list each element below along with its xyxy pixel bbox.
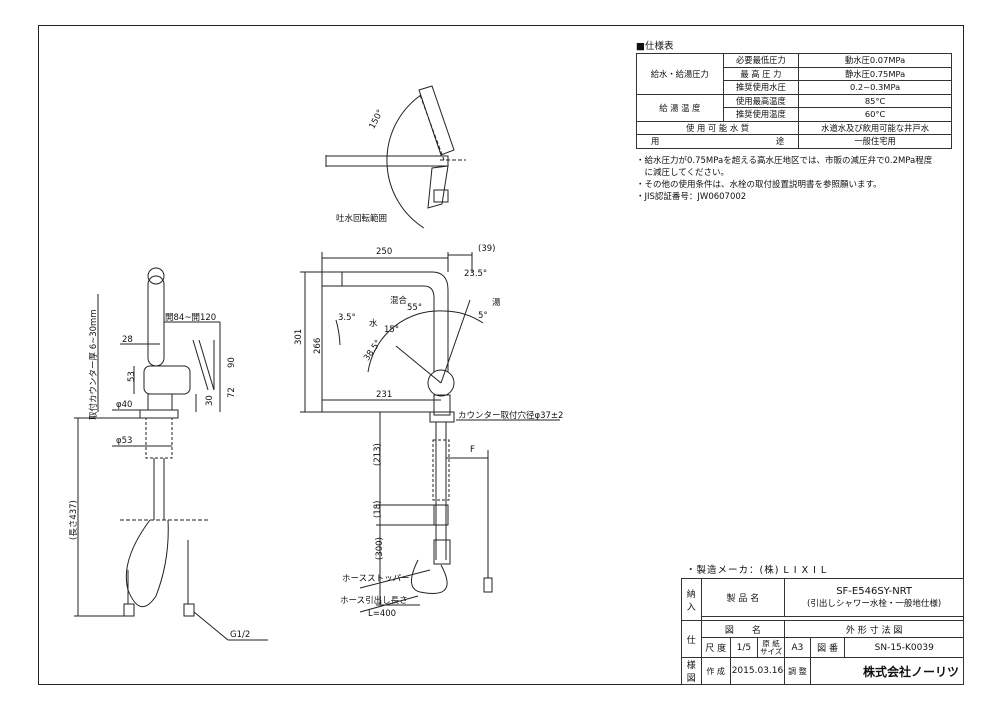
note-line: ・その他の使用条件は、水栓の取付設置説明書を参照願います。 xyxy=(636,180,882,190)
table-row: 納入 製 品 名 SF-E546SY-NRT (引出しシャワー水栓・一般地仕様) xyxy=(681,578,964,621)
table-row: 尺 度 1/5 原 紙 サイズ A3 図 番 SN-15-K0039 xyxy=(682,637,964,658)
dim-300: (300) xyxy=(375,537,385,560)
spec-group-temp: 給 湯 温 度 xyxy=(636,93,724,122)
dim-39: (39) xyxy=(478,244,495,254)
counter-hole-label: カウンター取付穴径φ37±2 xyxy=(458,410,563,421)
table-row: 用 途 一般住宅用 xyxy=(635,134,952,149)
dim-d53: φ53 xyxy=(116,436,132,446)
made-label: 作 成 xyxy=(700,657,731,685)
side-char: 納入 xyxy=(681,578,702,621)
spec-item: 必要最低圧力 xyxy=(722,53,800,68)
drawing-frame xyxy=(38,25,964,685)
angle-55: 55° xyxy=(407,303,422,313)
spec-item: 推奨使用水圧 xyxy=(722,80,800,95)
dim-30: 30 xyxy=(205,395,215,406)
table-row: 仕 図 名 外 形 寸 法 図 xyxy=(681,620,964,658)
spec-value: 動水圧0.07MPa xyxy=(798,53,952,68)
table-row: 推奨使用温度 60°C xyxy=(637,107,952,122)
table-row: 給 湯 温 度 使用最高温度 85°C xyxy=(636,93,952,122)
product-name: SF-E546SY-NRT xyxy=(836,586,913,597)
date-value: 2015.03.16 xyxy=(729,657,786,685)
side-char: 仕 xyxy=(681,620,702,658)
hose-stopper-label: ホースストッパー xyxy=(342,574,410,584)
product-cell: SF-E546SY-NRT (引出しシャワー水栓・一般地仕様) xyxy=(784,578,964,617)
dim-231: 231 xyxy=(376,390,392,400)
maker-label: ・製造メーカ：(株) L I X I L xyxy=(686,565,828,576)
mix-label: 混合 xyxy=(390,295,408,306)
angle-3-5: 3.5° xyxy=(338,313,356,323)
spec-value: 静水圧0.75MPa xyxy=(798,66,952,81)
spec-use-value: 一般住宅用 xyxy=(798,134,952,149)
dim-d40: φ40 xyxy=(116,400,132,410)
product-label: 製 品 名 xyxy=(700,578,786,617)
check-label: 調 整 xyxy=(784,657,811,685)
hose-pull-label: ホース引出し長さ xyxy=(340,595,408,606)
spec-title: ■仕様表 xyxy=(636,41,674,52)
spec-value: 85°C xyxy=(798,93,952,108)
table-row: 使 用 可 能 水 質 水道水及び飲用可能な井戸水 xyxy=(635,120,952,135)
spec-grid: 給水・給湯圧力 必要最低圧力 動水圧0.07MPa 最 高 圧 力 静水圧0.7… xyxy=(635,53,952,149)
drawing-name: 外 形 寸 法 図 xyxy=(784,620,964,638)
dim-250: 250 xyxy=(376,247,392,257)
spec-use-label-right: 途 xyxy=(775,136,785,147)
angle-150: 150° xyxy=(367,108,385,131)
spec-water-quality-label: 使 用 可 能 水 質 xyxy=(635,120,800,135)
spec-value: 0.2~0.3MPa xyxy=(798,80,952,95)
side-view-faucet xyxy=(74,267,268,641)
counter-thickness-label: 取付カウンター厚 6~30mm xyxy=(88,309,99,420)
scale-label: 尺 度 xyxy=(700,637,731,658)
note-line: ・JIS認証番号：JW0607002 xyxy=(636,192,747,202)
spec-use-label-left: 用 xyxy=(651,136,660,147)
dim-53: 53 xyxy=(127,371,137,382)
open-range-label: 開84~開120 xyxy=(165,313,216,323)
note-line: に減圧してください。 xyxy=(636,168,730,178)
dim-266: 266 xyxy=(313,338,323,354)
spec-notes: ・給水圧力が0.75MPaを超える高水圧地区では、市販の減圧弁で0.2MPa程度… xyxy=(636,155,956,203)
dim-72: 72 xyxy=(227,387,237,398)
spec-group-pressure: 給水・給湯圧力 xyxy=(636,53,724,95)
spec-water-quality-value: 水道水及び飲用可能な井戸水 xyxy=(798,120,952,135)
side-char: 様図 xyxy=(681,657,702,685)
angle-15: 15° xyxy=(384,325,399,335)
dim-213: (213) xyxy=(373,443,383,466)
table-row: 給水・給湯圧力 必要最低圧力 動水圧0.07MPa xyxy=(636,53,952,95)
dim-28: 28 xyxy=(122,335,133,345)
company-name: 株式会社ノーリツ xyxy=(809,657,965,685)
angle-5: 5° xyxy=(478,311,488,321)
paper-value: A3 xyxy=(784,637,811,658)
hose-length-label: L=400 xyxy=(368,609,396,619)
dim-F: F xyxy=(470,445,475,455)
number-value: SN-15-K0039 xyxy=(844,637,964,658)
title-block: 納入 製 品 名 SF-E546SY-NRT (引出しシャワー水栓・一般地仕様)… xyxy=(681,578,965,685)
table-row: 様図 作 成 2015.03.16 調 整 株式会社ノーリツ xyxy=(681,657,965,685)
scale-value: 1/5 xyxy=(729,637,758,658)
spec-item: 最 高 圧 力 xyxy=(722,66,800,81)
top-view-spout xyxy=(325,85,466,229)
cold-label: 水 xyxy=(369,318,378,329)
dim-437: (長さ437) xyxy=(69,500,79,540)
dim-301: 301 xyxy=(294,329,304,345)
spec-use-label: 用 途 xyxy=(635,134,800,149)
angle-38-5: 38.5° xyxy=(362,338,383,363)
thread-g12: G1/2 xyxy=(230,630,250,640)
drawing-label: 図 名 xyxy=(700,620,786,638)
dim-90: 90 xyxy=(227,357,237,368)
product-desc: (引出しシャワー水栓・一般地仕様) xyxy=(807,599,942,609)
number-label: 図 番 xyxy=(809,637,846,658)
outlet-range-label: 吐水回転範囲 xyxy=(336,213,387,224)
dim-18: (18) xyxy=(373,501,383,518)
hot-label: 湯 xyxy=(492,297,501,308)
spec-item: 推奨使用温度 xyxy=(722,107,800,122)
spec-value: 60°C xyxy=(798,107,952,122)
angle-23-5: 23.5° xyxy=(464,269,487,279)
note-line: ・給水圧力が0.75MPaを超える高水圧地区では、市販の減圧弁で0.2MPa程度 xyxy=(636,156,933,166)
paper-label: 原 紙 サイズ xyxy=(756,637,786,658)
spec-table: ■仕様表 給水・給湯圧力 必要最低圧力 動水圧0.07MPa 最 高 圧 力 静… xyxy=(635,38,952,149)
front-view-faucet xyxy=(300,252,560,613)
spec-item: 使用最高温度 xyxy=(722,93,800,108)
